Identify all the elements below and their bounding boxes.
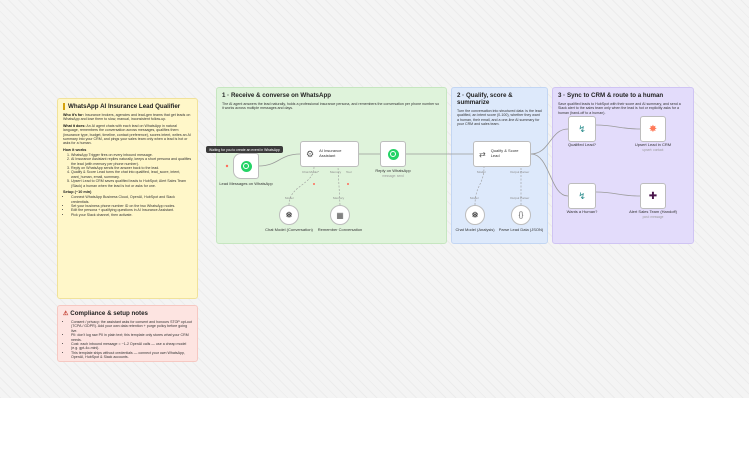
section-3-desc: Save qualified leads to HubSpot with the…	[558, 102, 681, 115]
compliance-item: This template ships without credentials …	[71, 351, 192, 360]
port-label-tool: Tool	[346, 170, 352, 174]
qualify-node-label: Qualify & Score Lead	[490, 148, 519, 158]
slack-node[interactable]: ✚	[640, 183, 666, 209]
memory-node[interactable]: ▦	[330, 205, 350, 225]
port-label-chat-model: Chat Model*	[302, 170, 320, 174]
about-note-title: WhatsApp AI Insurance Lead Qualifier	[63, 103, 192, 110]
if-qualified-node[interactable]: ↯	[568, 116, 596, 142]
setup-step: Pick your Slack channel, then activate.	[71, 213, 192, 217]
what-paragraph: What it does: An AI agent chats with eac…	[63, 123, 191, 146]
section-2-desc: Turn the conversation into structured da…	[457, 109, 542, 127]
whatsapp-icon	[387, 148, 399, 160]
section-2-title: 2 · Qualify, score & summarize	[457, 92, 513, 106]
setup-step: Edit the persona + qualifying questions …	[71, 208, 192, 212]
port-label-memory: Memory	[330, 170, 342, 174]
section-3-title: 3 · Sync to CRM & route to a human	[558, 92, 664, 99]
port-label-model: Model	[285, 196, 294, 200]
trigger-waiting-tag: Waiting for you to create an event in Wh…	[206, 146, 283, 153]
how-step: Reply on WhatsApp sends the answer back …	[71, 166, 192, 170]
if-human-label: Wants a Human?	[566, 209, 598, 214]
hubspot-icon: ✸	[648, 123, 658, 135]
section-1-title: 1 · Receive & converse on WhatsApp	[222, 92, 332, 99]
memory-label: Remember Conversation	[317, 227, 363, 232]
qualify-node[interactable]: ⇄ Qualify & Score Lead	[473, 141, 531, 167]
trigger-node[interactable]	[233, 153, 259, 179]
slack-icon: ✚	[648, 190, 658, 202]
port-label-output-parser-2: Output Parser	[510, 196, 530, 200]
branch-icon: ↯	[578, 123, 586, 134]
compliance-item: Consent / privacy: the assistant asks fo…	[71, 320, 192, 333]
chain-icon: ⇄	[479, 149, 486, 159]
who-paragraph: Who it's for: Insurance brokers, agencie…	[63, 113, 191, 122]
port-label-memory-node: Memory	[333, 196, 345, 200]
if-qualified-label: Qualified Lead?	[567, 142, 597, 147]
parser-label: Parse Lead Data (JSON)	[498, 227, 544, 232]
openai-icon: ❅	[285, 209, 293, 220]
ai-agent-node[interactable]: ⚙ AI Insurance Assistant	[300, 141, 359, 167]
compliance-list: Consent / privacy: the assistant asks fo…	[63, 320, 192, 360]
reply-whatsapp-node[interactable]	[380, 141, 406, 167]
whatsapp-icon	[240, 160, 252, 172]
how-step: AI Insurance Assistant replies naturally…	[71, 157, 192, 166]
hubspot-node[interactable]: ✸	[640, 116, 666, 142]
if-human-node[interactable]: ↯	[568, 183, 596, 209]
setup-heading: Setup (~10 min)	[63, 190, 92, 195]
robot-icon: ⚙	[306, 148, 315, 159]
braces-icon: {}	[518, 211, 524, 219]
trigger-node-label: Lead Messages on WhatsApp	[219, 181, 273, 186]
how-steps-list: WhatsApp Trigger fires on every inbound …	[63, 153, 192, 188]
database-icon: ▦	[336, 210, 344, 220]
compliance-item: PII: don't log raw PII in plain text; th…	[71, 333, 192, 342]
chat-model-node[interactable]: ❅	[279, 205, 299, 225]
warning-icon: ⚠	[63, 310, 69, 317]
how-step: Qualify & Score Lead turns the chat into…	[71, 170, 192, 179]
slack-label: Alert Sales Team (Handoff)post: message	[629, 209, 677, 219]
branch-icon: ↯	[578, 190, 586, 201]
setup-steps-list: Connect WhatsApp Business Cloud, OpenAI,…	[63, 195, 192, 217]
parser-node[interactable]: {}	[511, 205, 531, 225]
how-step: Upsert Lead to CRM saves qualified leads…	[71, 179, 192, 188]
compliance-title: ⚠ Compliance & setup notes	[63, 310, 148, 317]
openai-icon: ❅	[471, 209, 479, 220]
workflow-canvas[interactable]: WhatsApp AI Insurance Lead Qualifier Who…	[0, 0, 749, 398]
compliance-sticky-note[interactable]: ⚠ Compliance & setup notes Consent / pri…	[57, 305, 198, 362]
chat-model-2-node[interactable]: ❅	[465, 205, 485, 225]
about-sticky-note[interactable]: WhatsApp AI Insurance Lead Qualifier Who…	[57, 98, 198, 299]
setup-step: Set your business phone number ID on the…	[71, 204, 192, 208]
compliance-item: Cost: each inbound message = ~1-2 OpenAI…	[71, 342, 192, 351]
ai-agent-node-label: AI Insurance Assistant	[319, 148, 342, 158]
how-step: WhatsApp Trigger fires on every inbound …	[71, 153, 192, 157]
chat-model-2-label: Chat Model (Analysis)	[455, 227, 495, 232]
port-label-output-parser: Output Parser	[510, 170, 530, 174]
setup-step: Connect WhatsApp Business Cloud, OpenAI,…	[71, 195, 192, 204]
how-heading: How it works	[63, 147, 87, 152]
port-label-model-2: Model	[477, 170, 486, 174]
chat-model-label: Chat Model (Conversation)	[265, 227, 313, 232]
section-3-note[interactable]: 3 · Sync to CRM & route to a human Save …	[552, 87, 694, 244]
port-label-model-3: Model	[470, 196, 479, 200]
section-1-desc: The AI agent answers the lead naturally,…	[222, 102, 440, 111]
